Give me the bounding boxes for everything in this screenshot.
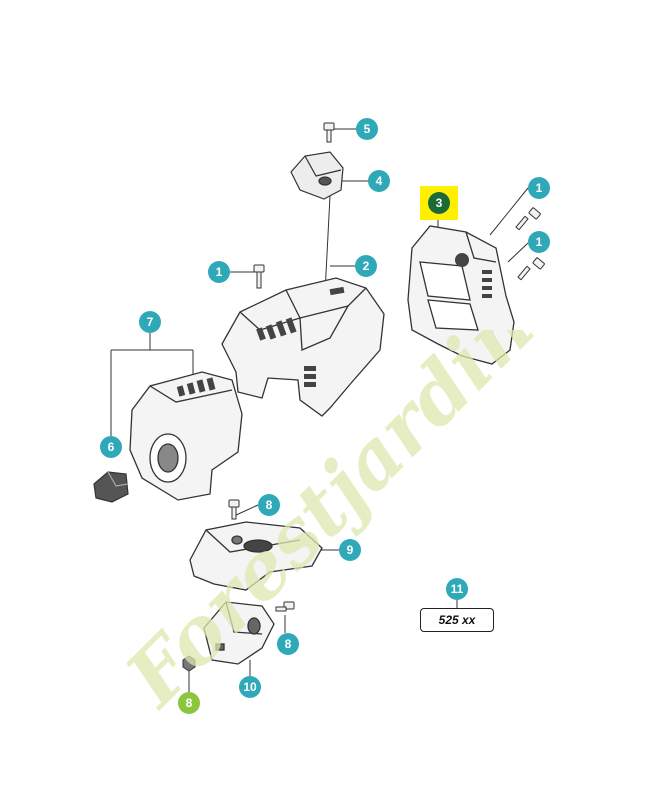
screw-part-1-right-b (517, 257, 545, 281)
callout-6[interactable]: 6 (100, 436, 122, 458)
screw-part-1-right-a (515, 207, 541, 231)
callout-8-top[interactable]: 8 (258, 494, 280, 516)
callout-label: 7 (146, 315, 154, 329)
callout-label: 5 (363, 122, 371, 136)
callout-9[interactable]: 9 (339, 539, 361, 561)
callout-10[interactable]: 10 (239, 676, 261, 698)
callout-label: 10 (243, 680, 257, 694)
callout-label: 4 (375, 174, 383, 188)
callout-8-right[interactable]: 8 (277, 633, 299, 655)
callout-5[interactable]: 5 (356, 118, 378, 140)
callout-label: 1 (535, 235, 543, 249)
callout-label: 9 (346, 543, 354, 557)
rear-housing-part-3 (407, 225, 515, 365)
screw-part-5 (323, 122, 335, 143)
screw-part-1-left (253, 264, 265, 289)
intake-cover-part-9 (189, 521, 323, 591)
leader-line-1-right-a (489, 187, 529, 236)
callout-1-right-top[interactable]: 1 (528, 177, 550, 199)
leader-line-part4-to-cover (324, 195, 331, 294)
screw-part-8-top (228, 499, 240, 520)
model-label-text: 525 xx (438, 613, 476, 627)
main-cover-part-2 (221, 277, 385, 417)
callout-label: 3 (435, 196, 443, 210)
callout-11[interactable]: 11 (446, 578, 468, 600)
callout-3[interactable]: 3 (428, 192, 450, 214)
knob-part-6 (93, 471, 129, 503)
callout-8-bottom[interactable]: 8 (178, 692, 200, 714)
callout-1-left[interactable]: 1 (208, 261, 230, 283)
callout-label: 6 (107, 440, 115, 454)
cylinder-cover-part-7 (129, 371, 243, 501)
nut-part-8-bottom (182, 655, 196, 672)
model-label: 525 xx (420, 608, 494, 632)
bracket-part-10 (203, 601, 275, 665)
callout-1-right-bottom[interactable]: 1 (528, 231, 550, 253)
callout-label: 11 (450, 582, 464, 596)
callout-2[interactable]: 2 (355, 255, 377, 277)
callout-7[interactable]: 7 (139, 311, 161, 333)
screw-part-8-right (275, 601, 295, 612)
callout-label: 8 (265, 498, 273, 512)
callout-label: 1 (215, 265, 223, 279)
callout-4[interactable]: 4 (368, 170, 390, 192)
cap-part-4 (290, 151, 344, 200)
leader-line-8-top (233, 504, 259, 517)
callout-label: 8 (185, 696, 193, 710)
leader-line-1-right-b (507, 242, 529, 263)
callout-label: 1 (535, 181, 543, 195)
callout-label: 8 (284, 637, 292, 651)
callout-label: 2 (362, 259, 370, 273)
